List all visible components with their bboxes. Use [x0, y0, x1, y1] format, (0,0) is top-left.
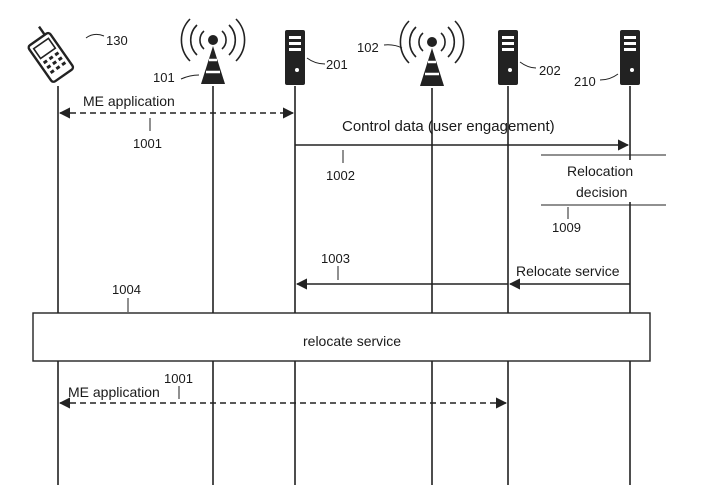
- relocation-decision-line1: Relocation: [567, 163, 633, 179]
- ref-1009: 1009: [552, 220, 581, 235]
- ref-leader-102: [384, 45, 402, 48]
- server-icon: [498, 30, 518, 85]
- server-icon: [285, 30, 305, 85]
- ref-1004: 1004: [112, 282, 141, 297]
- ref-leader-210: [600, 74, 618, 80]
- ref-202: 202: [539, 63, 561, 78]
- server-icon: [620, 30, 640, 85]
- base-station-icon: [400, 21, 463, 86]
- ref-1001-top: 1001: [133, 136, 162, 151]
- ref-101: 101: [153, 70, 175, 85]
- ref-leader-202: [520, 62, 536, 68]
- ref-210: 210: [574, 74, 596, 89]
- ref-102: 102: [357, 40, 379, 55]
- me-application-bottom-label: ME application: [68, 384, 160, 400]
- ref-1002: 1002: [326, 168, 355, 183]
- ref-leader-101: [181, 75, 199, 79]
- ref-130: 130: [106, 33, 128, 48]
- relocate-service-box-label: relocate service: [303, 333, 401, 349]
- ref-1001-bottom: 1001: [164, 371, 193, 386]
- ref-1003: 1003: [321, 251, 350, 266]
- base-station-icon: [181, 19, 244, 84]
- relocate-service-label: Relocate service: [516, 263, 620, 279]
- ref-leader-201: [307, 58, 325, 64]
- control-data-label: Control data (user engagement): [342, 118, 555, 135]
- ref-leader-130: [86, 34, 104, 38]
- me-application-label: ME application: [83, 93, 175, 109]
- ref-201: 201: [326, 57, 348, 72]
- relocation-decision-line2: decision: [576, 184, 627, 200]
- mobile-phone-icon: [22, 24, 74, 83]
